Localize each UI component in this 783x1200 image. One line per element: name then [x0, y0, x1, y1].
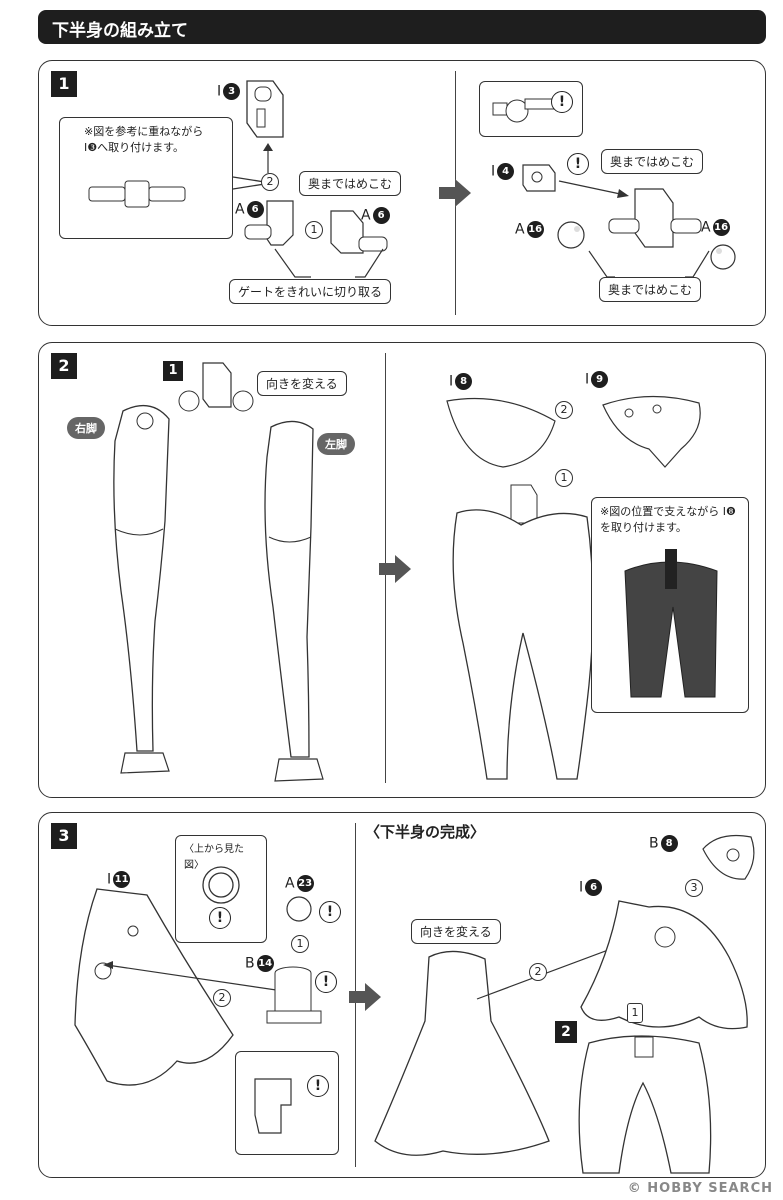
seq-c2: 2 [529, 963, 547, 981]
arrow-i4-to-joint [558, 180, 629, 198]
top-view-label: 〈上から見た図〉 [184, 844, 244, 871]
step-3-legs-base [578, 1035, 712, 1174]
seq-1-step2: 1 [555, 469, 573, 487]
step-2-number: 2 [51, 353, 77, 379]
step-1-note-text: ※図を参考に重ねながら I❸へ取り付けます。 [84, 125, 204, 154]
part-a23-ball [286, 896, 312, 922]
skirt-front-illustration [374, 950, 550, 1156]
seq-1-step3: 1 [291, 935, 309, 953]
callout-push-in-right-top: 奥まではめこむ [601, 149, 704, 174]
step-1-transition-arrow [439, 179, 471, 207]
callout-turn-around-step3: 向きを変える [411, 919, 501, 944]
lower-body-complete-title: 〈下半身の完成〉 [365, 823, 486, 841]
step-2-note-illustration [624, 549, 718, 698]
callout-turn-around-step2: 向きを変える [257, 371, 347, 396]
step-2-right-assembly [452, 484, 594, 780]
left-leg-illustration [264, 420, 324, 782]
part-i8-illustration [446, 397, 556, 468]
arrow-up-to-i3 [263, 143, 273, 173]
gate-callout-pointers [274, 248, 384, 278]
step-2-joint-part [178, 362, 254, 412]
part-a6-left-illustration [244, 200, 294, 246]
seq-c3: 3 [685, 879, 703, 897]
step-1-right-detail-part [492, 98, 556, 123]
part-a16-left-ball [557, 221, 585, 249]
seq-2-step3: 2 [213, 989, 231, 1007]
part-a6-right-illustration [330, 210, 388, 254]
callout-remove-gate: ゲートをきれいに切り取る [229, 279, 392, 304]
step-3-ref-step-2: 2 [555, 1021, 577, 1043]
step-1-number: 1 [51, 71, 77, 97]
seq-2-step2: 2 [555, 401, 573, 419]
seq-2-step1-left: 2 [261, 173, 279, 191]
part-a16-right-ball [710, 244, 736, 270]
step-3-number: 3 [51, 823, 77, 849]
step-2-note-text: ※図の位置で支えながら I❽を取り付けます。 [600, 505, 736, 534]
top-view-ring [202, 866, 240, 904]
seq-c1: 1 [627, 1003, 643, 1023]
warning-icon-detail: ! [307, 1075, 329, 1097]
watermark: © HOBBY SEARCH [627, 1181, 773, 1196]
right-leg-illustration [113, 404, 170, 774]
part-i4-illustration [522, 164, 556, 192]
step-1-note-part-illustration [88, 180, 186, 208]
section-title: 下半身の組み立て [52, 21, 188, 41]
badge-right-leg: 右脚 [67, 417, 105, 439]
warning-icon-i4: ! [567, 153, 589, 175]
arrow-to-i11 [103, 961, 284, 992]
step-2-ref-step-1: 1 [163, 361, 183, 381]
part-i3-illustration [246, 80, 284, 138]
section-title-bar: 下半身の組み立て [38, 10, 766, 44]
step-3-transition-arrow [349, 983, 381, 1011]
part-i9-illustration [602, 395, 701, 468]
warning-icon-a23: ! [319, 901, 341, 923]
warning-icon-b14: ! [315, 971, 337, 993]
seq-1-step1-left: 1 [305, 221, 323, 239]
part-b8-illustration [702, 834, 755, 880]
part-b14-socket [266, 966, 322, 1024]
warning-icon-step1-box: ! [551, 91, 573, 113]
warning-icon-top-view: ! [209, 907, 231, 929]
callout-push-in-right-bottom: 奥まではめこむ [599, 277, 702, 302]
step-1-note-box: ※図を参考に重ねながら I❸へ取り付けます。 [59, 117, 233, 239]
callout-push-in-left: 奥まではめこむ [299, 171, 402, 196]
step-3-detail-illustration [254, 1078, 292, 1134]
part-joint-assembled-illustration [608, 188, 702, 248]
badge-left-leg: 左脚 [317, 433, 355, 455]
part-i6-hip-skirt [580, 900, 748, 1030]
part-i11-skirt-half [74, 888, 234, 1086]
step-2-transition-arrow [379, 555, 411, 583]
